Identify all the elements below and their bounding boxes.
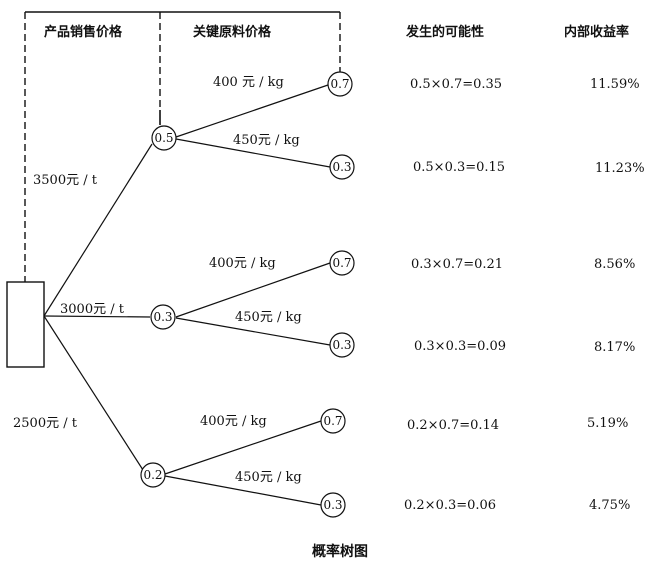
header-material-price: 关键原料价格 — [193, 24, 272, 40]
price-label-2500: 2500元 / t — [13, 416, 78, 431]
chance-node-2 — [150, 304, 176, 330]
header-sales-price: 产品销售价格 — [44, 24, 123, 40]
leaf-node-1-2 — [329, 154, 355, 180]
irr-2-2: 8.17% — [594, 340, 635, 355]
leaf-node-2-2-label: 0.3 — [332, 338, 351, 352]
chance-node-3-label: 0.2 — [143, 468, 162, 482]
leaf-node-1-1 — [327, 71, 353, 97]
probability-1-1: 0.5×0.7=0.35 — [410, 77, 502, 92]
irr-2-1: 8.56% — [594, 257, 635, 272]
price-label-3500: 3500元 / t — [33, 173, 98, 188]
leaf-node-2-2 — [329, 332, 355, 358]
material-label-1-1: 400 元 / kg — [213, 75, 284, 90]
leaf-line-2-1 — [175, 262, 331, 318]
branch-line-3000 — [43, 315, 151, 318]
probability-1-2: 0.5×0.3=0.15 — [413, 160, 505, 175]
irr-1-1: 11.59% — [590, 77, 640, 92]
probability-2-2: 0.3×0.3=0.09 — [414, 339, 506, 354]
material-label-2-1: 400元 / kg — [209, 256, 276, 271]
material-label-3-1: 400元 / kg — [200, 414, 267, 429]
branch-line-3500 — [43, 143, 153, 317]
chance-node-3 — [140, 462, 166, 488]
leaf-line-1-2 — [175, 138, 331, 168]
leaf-line-3-1 — [164, 420, 322, 475]
leaf-node-1-2-label: 0.3 — [332, 160, 351, 174]
leaf-node-2-1 — [329, 250, 355, 276]
leaf-node-3-1-label: 0.7 — [323, 414, 342, 428]
leaf-line-1-1 — [175, 84, 329, 138]
material-label-1-2: 450元 / kg — [233, 133, 300, 148]
leaf-line-3-2 — [164, 475, 322, 506]
leaf-node-1-1-label: 0.7 — [330, 77, 349, 91]
material-label-3-2: 450元 / kg — [235, 470, 302, 485]
leaf-line-2-2 — [175, 317, 331, 346]
leaf-node-2-1-label: 0.7 — [332, 256, 351, 270]
chance-node-1-label: 0.5 — [154, 131, 173, 145]
probability-2-1: 0.3×0.7=0.21 — [411, 257, 503, 272]
price-label-3000: 3000元 / t — [60, 302, 125, 317]
leaf-node-3-1 — [320, 408, 346, 434]
chance-node-2-label: 0.3 — [153, 310, 172, 324]
irr-1-2: 11.23% — [595, 161, 645, 176]
leaf-node-3-2 — [320, 492, 346, 518]
probability-3-2: 0.2×0.3=0.06 — [404, 498, 496, 513]
probability-3-1: 0.2×0.7=0.14 — [407, 418, 499, 433]
root-decision-box — [6, 281, 45, 368]
header-probability: 发生的可能性 — [405, 24, 484, 40]
header-irr: 内部收益率 — [564, 24, 629, 40]
chance-node-1 — [151, 125, 177, 151]
material-label-2-2: 450元 / kg — [235, 310, 302, 325]
figure-caption: 概率树图 — [312, 543, 368, 560]
branch-line-2500 — [43, 315, 144, 471]
irr-3-2: 4.75% — [589, 498, 630, 513]
irr-3-1: 5.19% — [587, 416, 628, 431]
leaf-node-3-2-label: 0.3 — [323, 498, 342, 512]
